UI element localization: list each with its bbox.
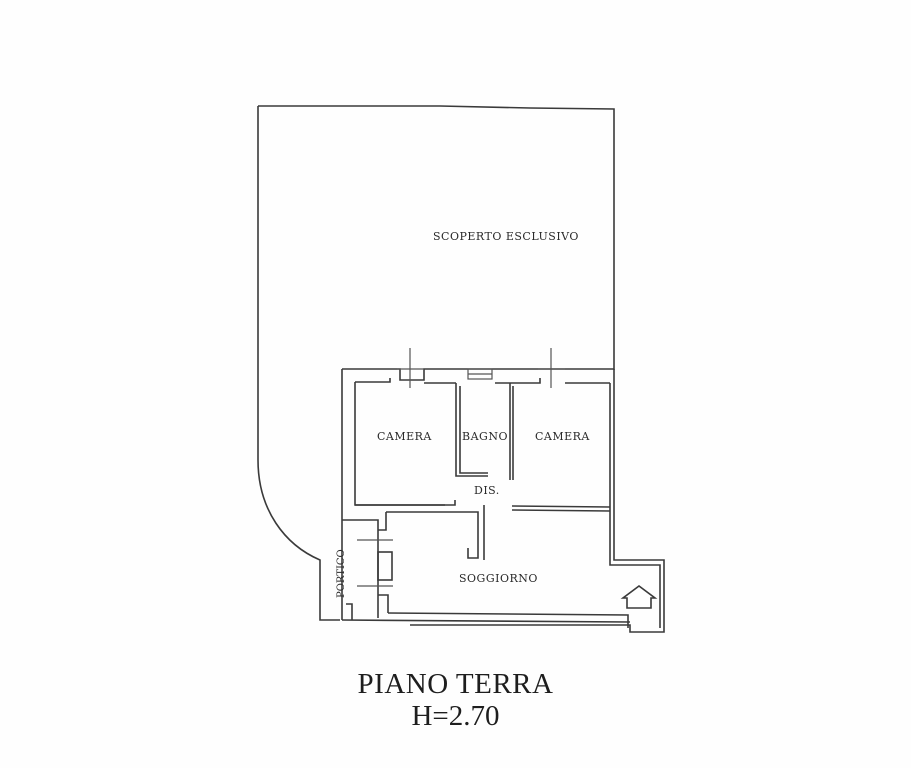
window-marks bbox=[397, 348, 565, 388]
garden-boundary bbox=[257, 105, 615, 621]
floor-title: PIANO TERRA bbox=[357, 668, 554, 700]
label-scoperto-esclusivo: SCOPERTO ESCLUSIVO bbox=[433, 230, 579, 243]
label-camera-left: CAMERA bbox=[377, 430, 432, 443]
label-bagno: BAGNO bbox=[462, 430, 508, 443]
label-soggiorno: SOGGIORNO bbox=[459, 572, 538, 585]
ceiling-height: H=2.70 bbox=[411, 700, 500, 732]
entrance-arrow-icon bbox=[620, 585, 658, 609]
building-exterior-walls bbox=[341, 368, 665, 633]
label-dis: DIS. bbox=[474, 484, 500, 497]
label-camera-right: CAMERA bbox=[535, 430, 590, 443]
label-portico: PORTICO bbox=[336, 549, 347, 598]
interior-walls bbox=[342, 383, 611, 620]
